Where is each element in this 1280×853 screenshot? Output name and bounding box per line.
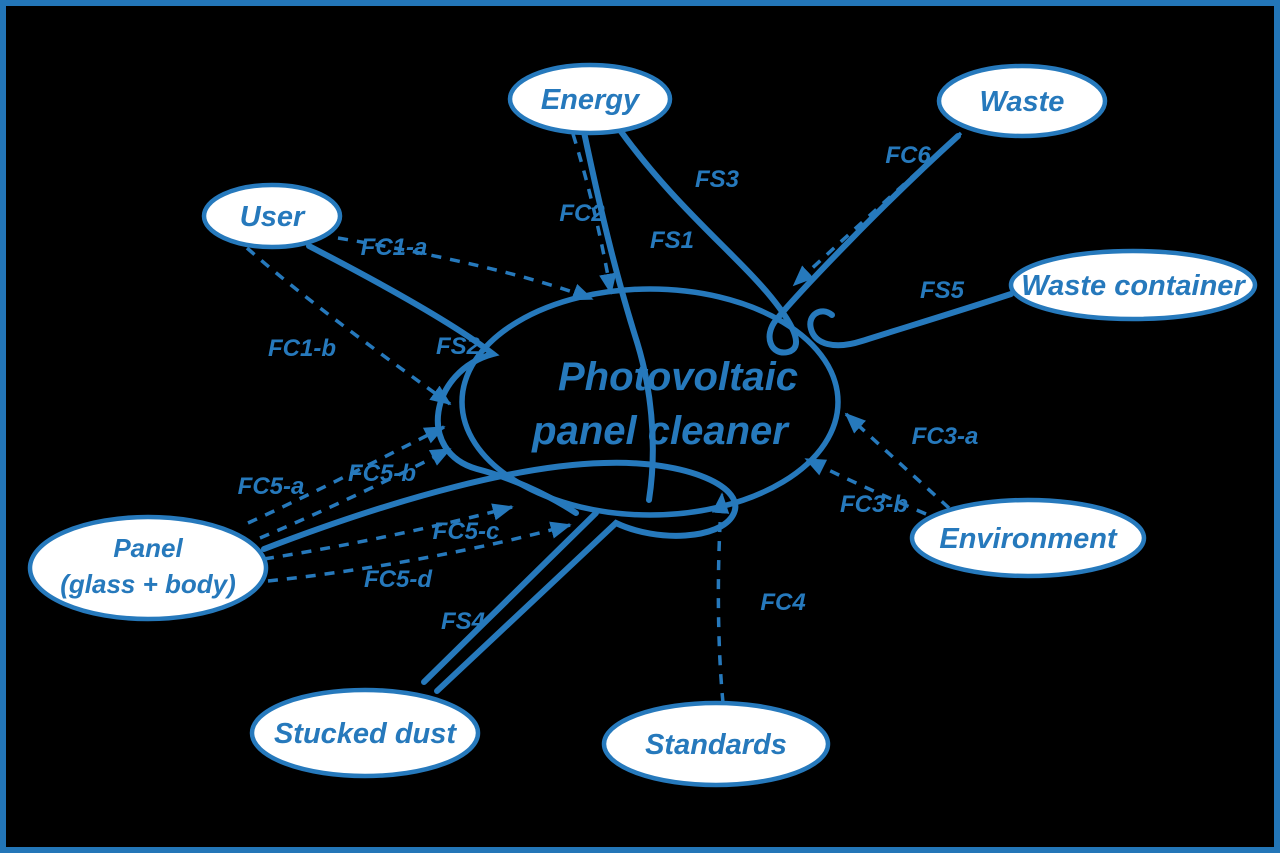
node-panel-label-line2: (glass + body) <box>60 569 236 599</box>
edge-fc5a-line <box>247 425 446 525</box>
edge-label-fs4: FS4 <box>441 608 485 635</box>
edge-fc1a-line <box>337 236 594 301</box>
edge-fs5-line <box>807 291 1014 349</box>
edge-label-fs1: FS1 <box>650 227 694 254</box>
node-environment: Environment <box>909 497 1147 579</box>
edge-label-fs5: FS5 <box>920 277 965 304</box>
dashed-edges <box>245 131 963 704</box>
edge-label-fs2: FS2 <box>436 333 481 360</box>
node-user: User <box>201 182 343 250</box>
node-standards: Standards <box>601 700 831 788</box>
node-environment-ellipse <box>909 497 1147 579</box>
edge-fc6-line <box>792 131 963 287</box>
node-energy: Energy <box>507 62 673 136</box>
edge-fc5d-line <box>267 521 572 583</box>
node-energy-ellipse <box>507 62 673 136</box>
edge-fc2-line <box>571 133 617 295</box>
node-stucked-dust: Stucked dust <box>249 687 481 779</box>
edge-label-fc2: FC2 <box>559 200 605 227</box>
node-waste-container: Waste container <box>1008 248 1258 322</box>
node-stucked-dust-label: Stucked dust <box>274 718 457 750</box>
edge-label-fc6: FC6 <box>885 142 931 169</box>
central-node: Photovoltaic panel cleaner <box>459 286 841 518</box>
edge-label-fc3a: FC3-a <box>912 423 979 450</box>
node-user-label: User <box>240 201 306 233</box>
node-stucked-dust-ellipse <box>249 687 481 779</box>
node-panel: Panel (glass + body) <box>27 514 269 622</box>
edge-fs1-line <box>581 129 656 503</box>
edge-fs4-return-line <box>421 510 599 685</box>
node-energy-label: Energy <box>541 84 641 116</box>
edge-label-fc4: FC4 <box>760 589 805 616</box>
central-title-line2: panel cleaner <box>531 409 790 453</box>
node-waste: Waste <box>936 63 1108 139</box>
central-ellipse <box>459 286 841 518</box>
node-panel-ellipse <box>27 514 269 622</box>
node-waste-container-ellipse <box>1008 248 1258 322</box>
node-standards-label: Standards <box>645 729 787 761</box>
node-environment-label: Environment <box>939 523 1118 555</box>
edge-label-fs3: FS3 <box>695 166 740 193</box>
edge-label-fc5a: FC5-a <box>238 473 305 500</box>
central-title-line1: Photovoltaic <box>558 355 798 399</box>
node-user-ellipse <box>201 182 343 250</box>
node-waste-label: Waste <box>980 86 1065 118</box>
edge-label-fc5c: FC5-c <box>433 518 500 545</box>
edge-fs3-line <box>614 123 961 356</box>
node-panel-label-line1: Panel <box>113 533 183 563</box>
edge-label-fc3b: FC3-b <box>840 491 908 518</box>
edge-fs4-line <box>261 459 739 694</box>
edge-labels: FC1-a FC1-b FS2 FC2 FS1 FS3 FC6 FS5 FC3-… <box>238 142 979 635</box>
edge-fc1b-line <box>245 246 452 406</box>
edge-label-fc5b: FC5-b <box>348 460 416 487</box>
edge-fc3b-line <box>804 457 927 516</box>
edge-label-fc5d: FC5-d <box>364 566 433 593</box>
node-waste-container-label: Waste container <box>1021 270 1246 302</box>
edge-fc4-line <box>711 492 730 704</box>
edge-label-fc1b: FC1-b <box>268 335 336 362</box>
edge-label-fc1a: FC1-a <box>361 234 428 261</box>
node-waste-ellipse <box>936 63 1108 139</box>
edge-fc5b-line <box>259 447 452 540</box>
node-standards-ellipse <box>601 700 831 788</box>
